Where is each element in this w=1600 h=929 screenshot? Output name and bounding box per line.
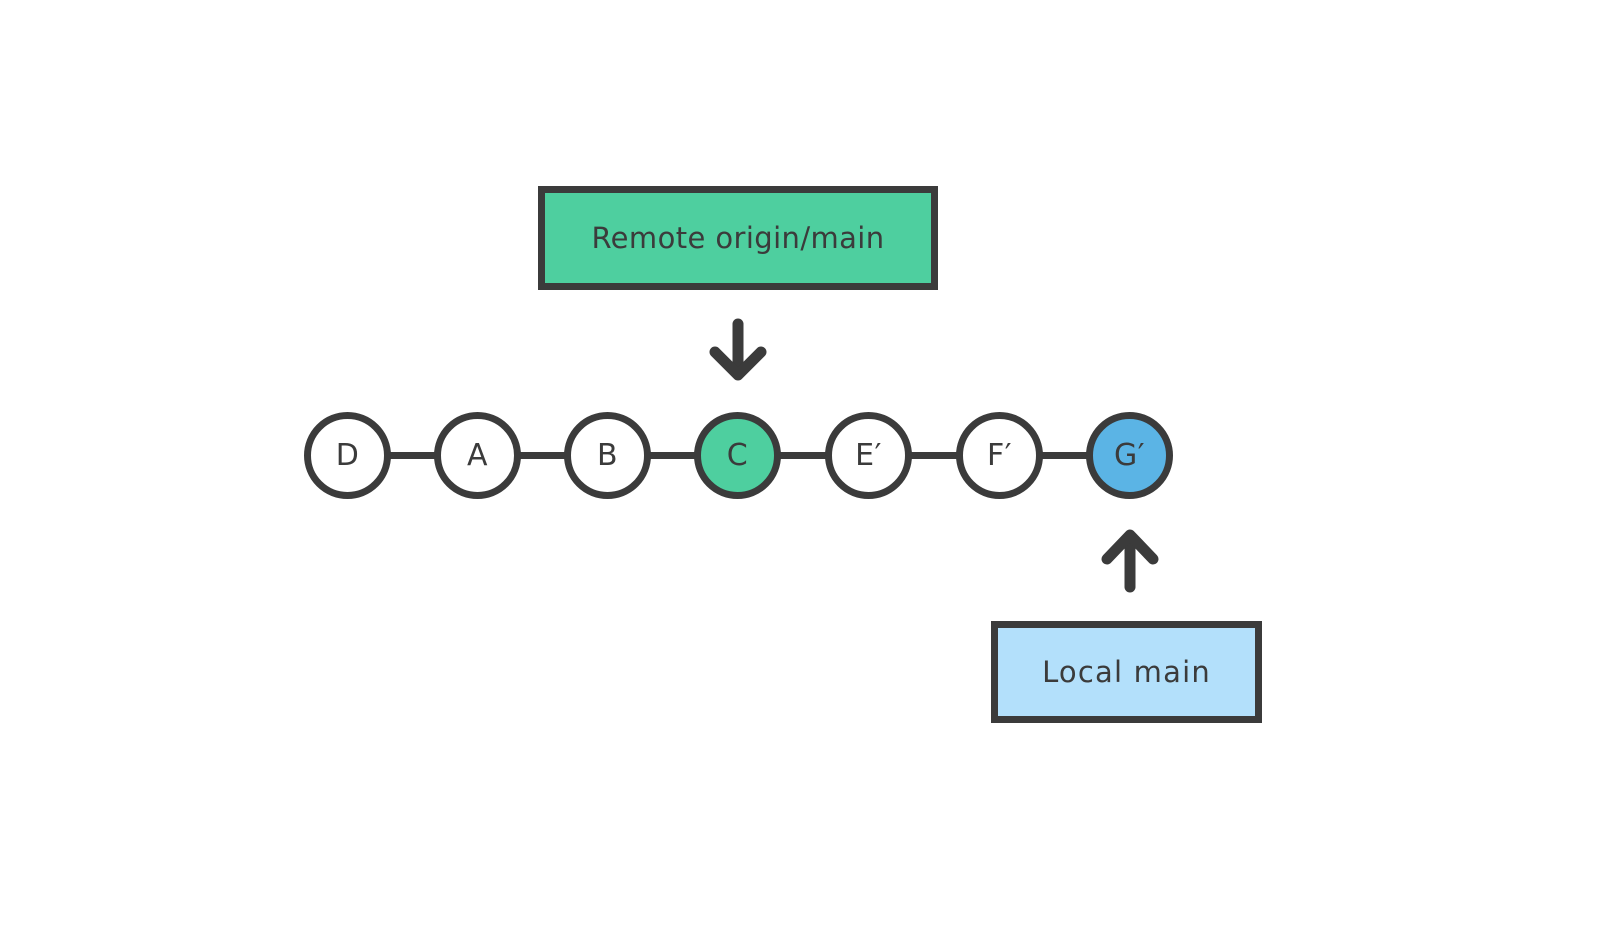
commit-edge <box>642 452 708 459</box>
commit-edge <box>1034 452 1102 459</box>
remote-branch-label-box[interactable]: Remote origin/main <box>538 186 938 290</box>
commit-node-label: C <box>726 437 749 473</box>
commit-node-label: B <box>596 437 619 473</box>
commit-node-d[interactable]: D <box>304 412 391 499</box>
commit-node-label: F′ <box>986 437 1013 473</box>
commit-node-c[interactable]: C <box>694 412 781 499</box>
commit-node-g-prime[interactable]: G′ <box>1086 412 1173 499</box>
commit-node-a[interactable]: A <box>434 412 521 499</box>
local-branch-label-text: Local main <box>1042 654 1211 689</box>
local-branch-label-box[interactable]: Local main <box>991 621 1262 723</box>
commit-node-label: E′ <box>855 437 882 473</box>
commit-node-b[interactable]: B <box>564 412 651 499</box>
commit-node-label: G′ <box>1113 437 1146 473</box>
commit-edge <box>903 452 971 459</box>
commit-edge <box>512 452 578 459</box>
commit-edge <box>382 452 448 459</box>
commit-edge <box>772 452 840 459</box>
commit-node-e-prime[interactable]: E′ <box>825 412 912 499</box>
arrow-up-icon <box>1101 529 1159 593</box>
commit-node-f-prime[interactable]: F′ <box>956 412 1043 499</box>
commit-chain: D A B C E′ F′ G′ <box>0 412 1600 500</box>
arrow-down-icon <box>709 318 767 381</box>
commit-node-label: A <box>466 437 489 473</box>
commit-node-label: D <box>335 437 360 473</box>
remote-branch-label-text: Remote origin/main <box>591 220 885 255</box>
